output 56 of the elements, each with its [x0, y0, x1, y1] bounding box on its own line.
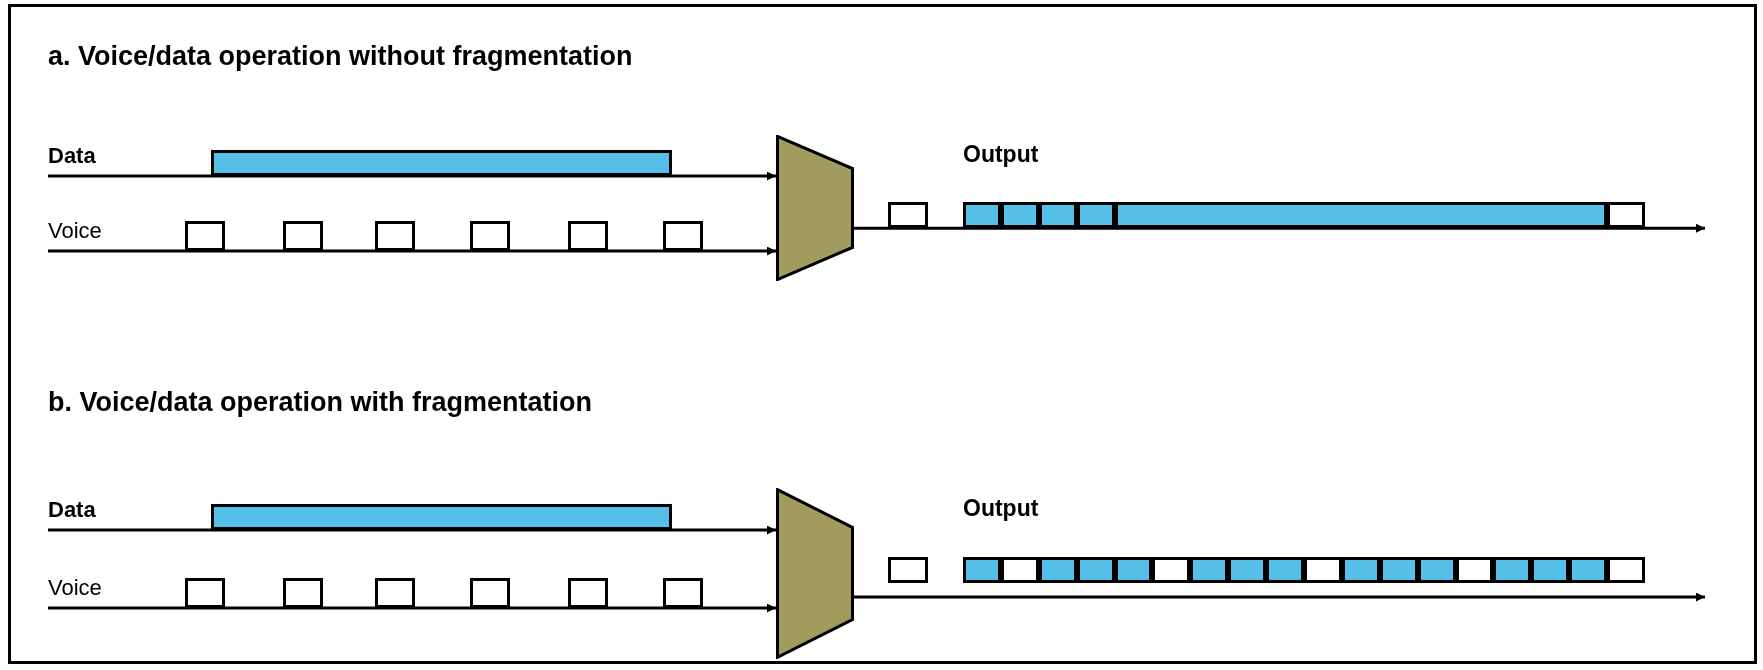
arrow	[48, 246, 776, 256]
data-packet	[1228, 557, 1267, 583]
voice-packet	[1607, 557, 1645, 583]
voice-packet	[568, 221, 608, 251]
arrow	[48, 603, 776, 613]
voice-packet	[185, 578, 225, 608]
voice-packet	[283, 578, 323, 608]
multiplexer-shape	[776, 135, 854, 281]
arrow	[48, 525, 776, 535]
section-title: a. Voice/data operation without fragmentation	[48, 40, 633, 73]
data-packet	[1266, 557, 1304, 583]
signal-label: Voice	[48, 574, 103, 602]
data-packet	[1038, 557, 1077, 583]
arrow	[854, 223, 1705, 233]
signal-label: Voice	[48, 217, 103, 245]
voice-packet	[375, 221, 415, 251]
voice-packet	[1152, 557, 1191, 583]
data-packet	[1114, 202, 1608, 228]
voice-packet	[1000, 557, 1039, 583]
data-packet	[1076, 557, 1115, 583]
voice-packet	[888, 557, 928, 583]
voice-packet	[375, 578, 415, 608]
voice-packet	[663, 221, 703, 251]
data-packet	[1038, 202, 1077, 228]
voice-packet	[470, 578, 510, 608]
data-packet	[211, 150, 672, 176]
section-title: b. Voice/data operation with fragmentation	[48, 386, 593, 419]
arrow	[854, 592, 1705, 602]
signal-label: Data	[48, 496, 97, 524]
voice-packet	[470, 221, 510, 251]
voice-packet	[568, 578, 608, 608]
signal-label: Data	[48, 142, 97, 170]
voice-packet	[888, 202, 928, 228]
multiplexer-shape	[776, 488, 854, 659]
data-packet	[1076, 202, 1115, 228]
data-packet	[1417, 557, 1456, 583]
arrow	[48, 171, 776, 181]
data-packet	[1341, 557, 1380, 583]
data-packet	[1379, 557, 1418, 583]
data-packet	[1000, 202, 1039, 228]
voice-packet	[1304, 557, 1342, 583]
voice-packet	[185, 221, 225, 251]
data-packet	[963, 202, 1001, 228]
voice-packet	[1607, 202, 1645, 228]
voice-packet	[1455, 557, 1494, 583]
data-packet	[1531, 557, 1570, 583]
data-packet	[1114, 557, 1153, 583]
voice-packet	[283, 221, 323, 251]
data-packet	[963, 557, 1001, 583]
output-label: Output	[963, 494, 1039, 523]
output-label: Output	[963, 140, 1039, 169]
data-packet	[211, 504, 672, 530]
voice-packet	[663, 578, 703, 608]
data-packet	[1493, 557, 1532, 583]
data-packet	[1569, 557, 1608, 583]
data-packet	[1190, 557, 1229, 583]
